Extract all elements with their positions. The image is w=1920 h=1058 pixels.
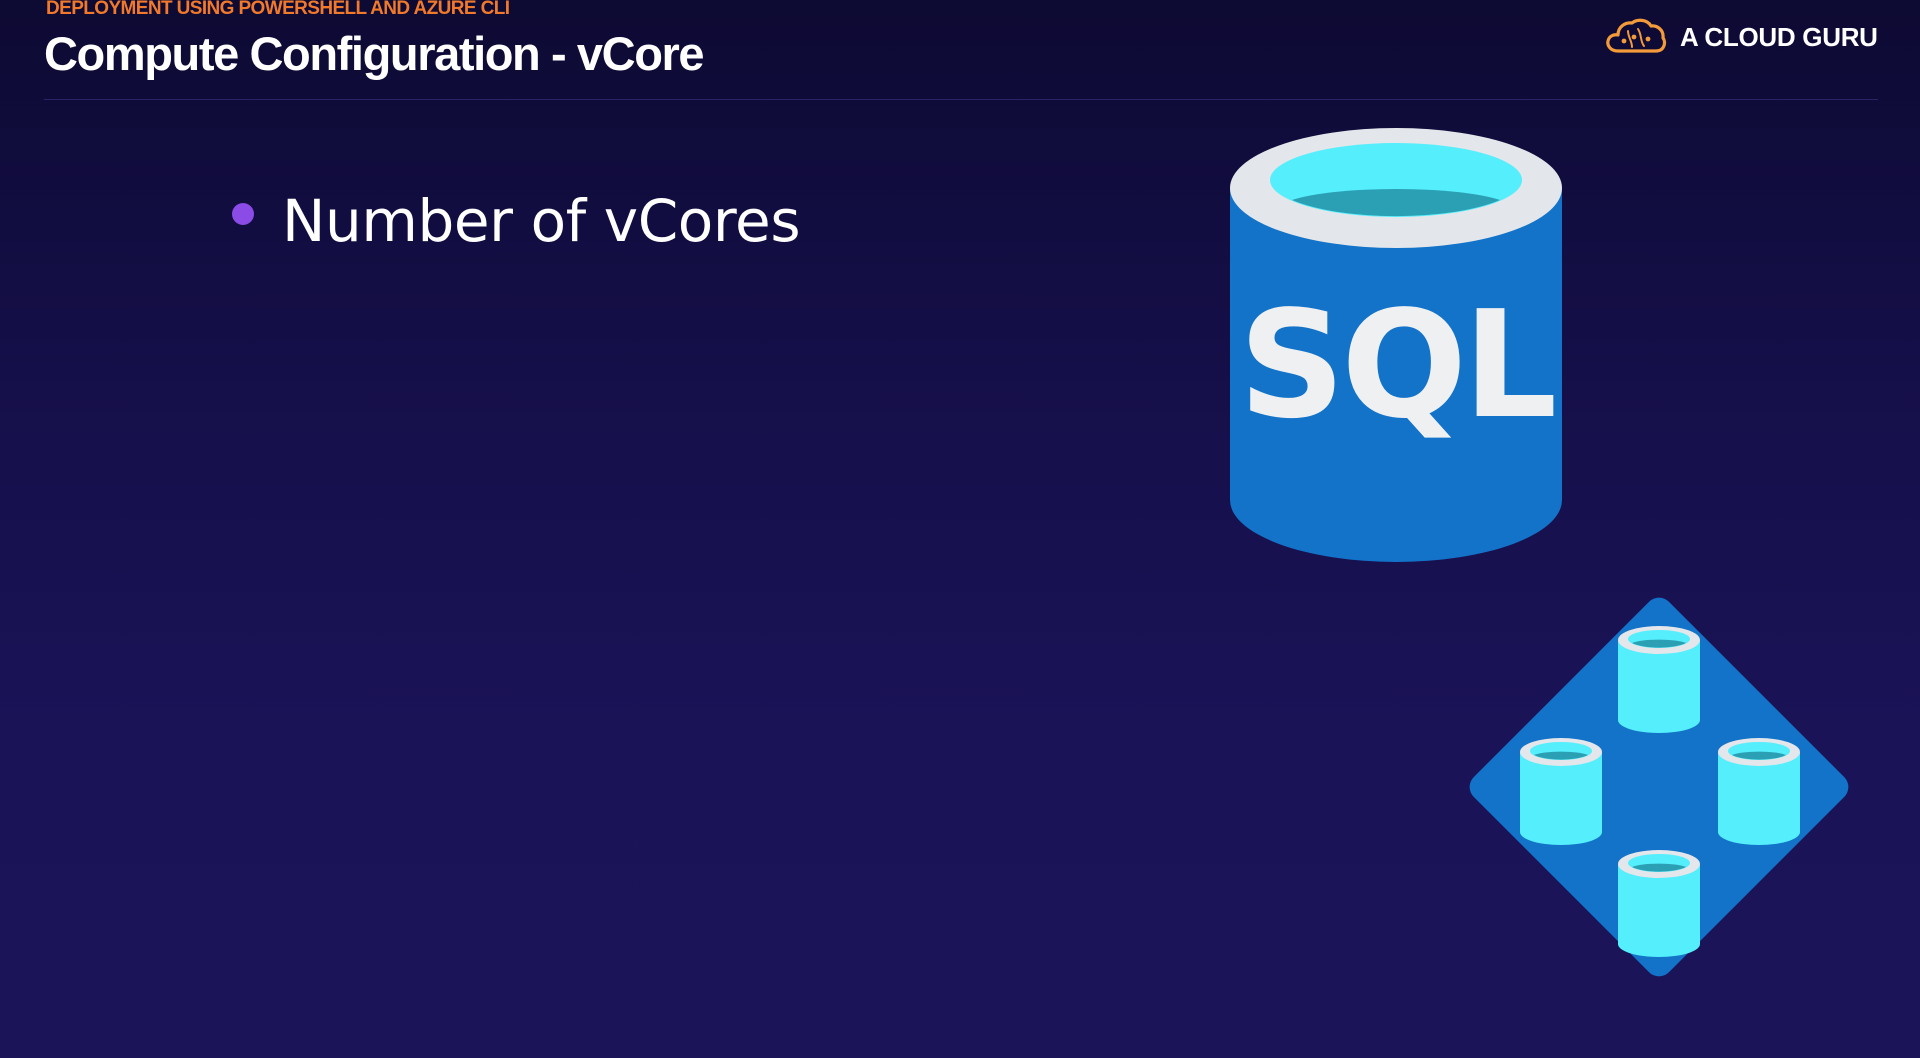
- brand-name: A CLOUD GURU: [1680, 21, 1878, 52]
- bullet-marker: [232, 203, 254, 225]
- cloud-icon: [1606, 18, 1667, 53]
- brand-logo: A CLOUD GURU: [1604, 16, 1880, 58]
- pool-database-top: [1618, 626, 1700, 733]
- pool-database-right: [1718, 738, 1800, 845]
- elastic-pool-icon: [1469, 597, 1849, 977]
- bullet-item: Number of vCores: [232, 186, 801, 256]
- bullet-text: Number of vCores: [282, 187, 801, 255]
- pool-database-left: [1520, 738, 1602, 845]
- bullet-list: Number of vCores: [232, 186, 801, 256]
- pool-database-bottom: [1618, 850, 1700, 957]
- sql-label: SQL: [1239, 279, 1554, 451]
- header-divider: [44, 99, 1878, 100]
- section-kicker: DEPLOYMENT USING POWERSHELL AND AZURE CL…: [46, 0, 510, 19]
- sql-database-icon: SQL: [1230, 128, 1562, 562]
- slide-title: Compute Configuration - vCore: [44, 27, 705, 80]
